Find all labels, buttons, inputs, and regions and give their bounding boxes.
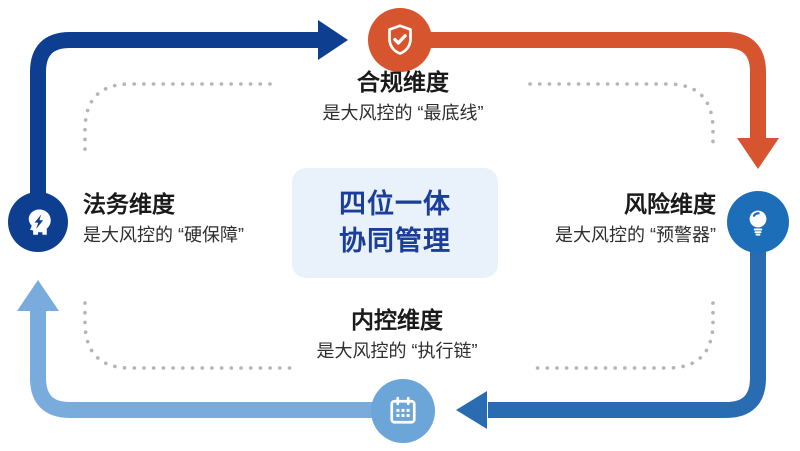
- shield-check-icon: [388, 24, 412, 55]
- dotted-frame-corner-bottom-left: [83, 301, 299, 370]
- arrowhead-up-icon: [17, 280, 59, 311]
- dotted-frame-corner-top-left: [83, 82, 272, 157]
- dotted-frame-corner-bottom-right: [531, 301, 715, 370]
- center-line1: 四位一体: [339, 189, 451, 219]
- arrow-compliance-to-risk: [400, 32, 766, 140]
- calendar-icon: [390, 396, 416, 424]
- arrowhead-right-icon: [318, 20, 348, 60]
- arrow-internal-to-legal: [30, 310, 403, 418]
- legal-title: 法务维度: [83, 191, 175, 217]
- head-lightning-icon: [28, 209, 51, 235]
- risk-node-circle: [727, 191, 789, 253]
- internal-node-text: 内控维度 是大风控的 “执行链”: [317, 306, 478, 363]
- risk-title: 风险维度: [624, 191, 716, 217]
- legal-subtitle: 是大风控的 “硬保障”: [83, 225, 244, 245]
- legal-node-text: 法务维度 是大风控的 “硬保障”: [83, 190, 244, 247]
- arrow-risk-to-internal: [488, 222, 766, 418]
- compliance-node-text: 合规维度 是大风控的 “最底线”: [323, 68, 484, 125]
- compliance-subtitle: 是大风控的 “最底线”: [322, 103, 484, 123]
- arrowhead-down-icon: [737, 138, 779, 169]
- risk-subtitle: 是大风控的 “预警器”: [555, 225, 716, 245]
- dotted-frame-corner-top-right: [528, 82, 715, 152]
- risk-node-text: 风险维度 是大风控的 “预警器”: [555, 190, 716, 247]
- center-summary-box: 四位一体 协同管理: [292, 168, 498, 278]
- internal-title: 内控维度: [351, 307, 443, 333]
- arrowhead-left-icon: [456, 391, 487, 429]
- center-line2: 协同管理: [339, 226, 451, 256]
- internal-node-circle: [371, 379, 435, 443]
- internal-subtitle: 是大风控的 “执行链”: [316, 341, 478, 361]
- lightbulb-icon: [749, 210, 767, 236]
- compliance-node-circle: [368, 8, 432, 72]
- arrow-legal-to-compliance: [30, 32, 320, 230]
- compliance-title: 合规维度: [357, 69, 449, 95]
- legal-node-circle: [8, 192, 68, 252]
